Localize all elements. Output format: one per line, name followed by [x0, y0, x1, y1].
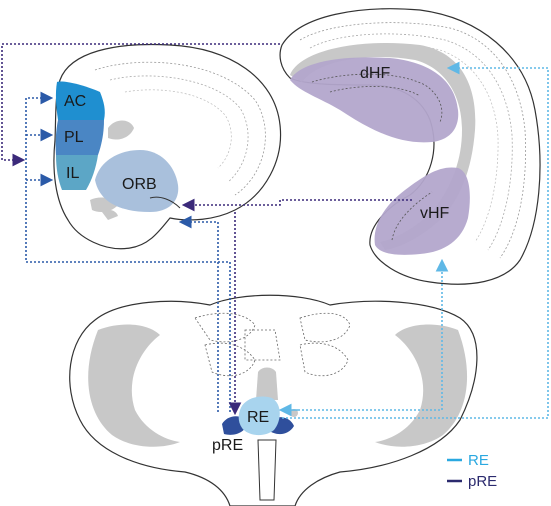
- region-ac: [55, 81, 105, 120]
- label-il: IL: [66, 165, 79, 182]
- label-ac: AC: [64, 93, 86, 110]
- prefrontal-white-matter: [108, 120, 134, 140]
- legend-re-label: RE: [468, 452, 489, 469]
- right-lateral-band: [375, 324, 468, 447]
- hippocampal-section: dHF vHF: [279, 8, 541, 285]
- projection-pathways: [1, 43, 549, 419]
- label-re: RE: [247, 409, 269, 426]
- label-pl: PL: [64, 129, 84, 146]
- path-pre-to-mpfc: [25, 91, 231, 412]
- region-pl: [55, 120, 104, 155]
- thalamic-section: RE pRE: [69, 294, 478, 506]
- left-lateral-band: [88, 324, 180, 447]
- region-il: [56, 155, 98, 190]
- legend: RE pRE: [447, 452, 497, 490]
- label-pre: pRE: [212, 437, 243, 454]
- path-hf-to-prefrontal: [1, 43, 280, 167]
- label-orb: ORB: [122, 176, 157, 193]
- region-orb: [95, 150, 179, 212]
- hippocampal-white-matter: [290, 43, 476, 250]
- label-vhf: vHF: [420, 205, 450, 222]
- label-dhf: dHF: [360, 65, 390, 82]
- path-vhf-to-orb: [181, 198, 412, 212]
- region-re: [238, 396, 280, 436]
- midline-structure: [256, 367, 278, 400]
- path-re-to-dhf: [282, 61, 549, 419]
- prefrontal-section: AC PL IL ORB: [53, 43, 282, 250]
- path-re-to-vhf: [282, 258, 449, 411]
- region-vhf: [374, 167, 470, 255]
- region-dhf: [290, 57, 459, 143]
- legend-pre-label: pRE: [468, 473, 497, 490]
- path-pre-to-orb: [178, 215, 219, 412]
